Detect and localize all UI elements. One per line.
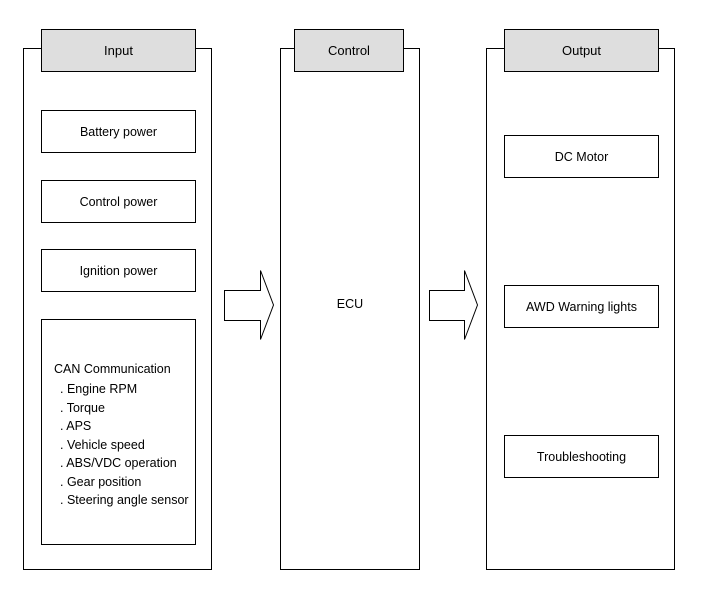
- can-signal-item: . ABS/VDC operation: [60, 456, 177, 470]
- output-tab: Output: [504, 29, 659, 72]
- ignition-power-box: Ignition power: [41, 249, 196, 292]
- battery-power-box: Battery power: [41, 110, 196, 153]
- control-tab: Control: [294, 29, 404, 72]
- can-signal-item: . Gear position: [60, 474, 142, 489]
- control-panel: [280, 48, 420, 570]
- awd-warning-lights-box: AWD Warning lights: [504, 285, 659, 328]
- can-communication-title: CAN Communication: [54, 362, 171, 376]
- can-signal-item: . Steering angle sensor: [60, 493, 189, 507]
- input-tab: Input: [41, 29, 196, 72]
- can-signal-item: . Torque: [60, 400, 105, 415]
- can-signal-item: . Engine RPM: [60, 382, 138, 396]
- can-signal-item: . APS: [60, 419, 92, 433]
- ecu-label: ECU: [336, 297, 364, 311]
- control-power-box: Control power: [41, 180, 196, 223]
- input-to-control-arrow: [224, 270, 275, 340]
- can-signal-list: . Engine RPM . Torque . APS . Vehicle sp…: [60, 380, 189, 510]
- control-to-output-arrow: [429, 270, 479, 340]
- dc-motor-box: DC Motor: [504, 135, 659, 178]
- troubleshooting-box: Troubleshooting: [504, 435, 659, 478]
- can-signal-item: . Vehicle speed: [60, 437, 145, 452]
- can-communication-box: CAN Communication . Engine RPM . Torque …: [41, 319, 196, 545]
